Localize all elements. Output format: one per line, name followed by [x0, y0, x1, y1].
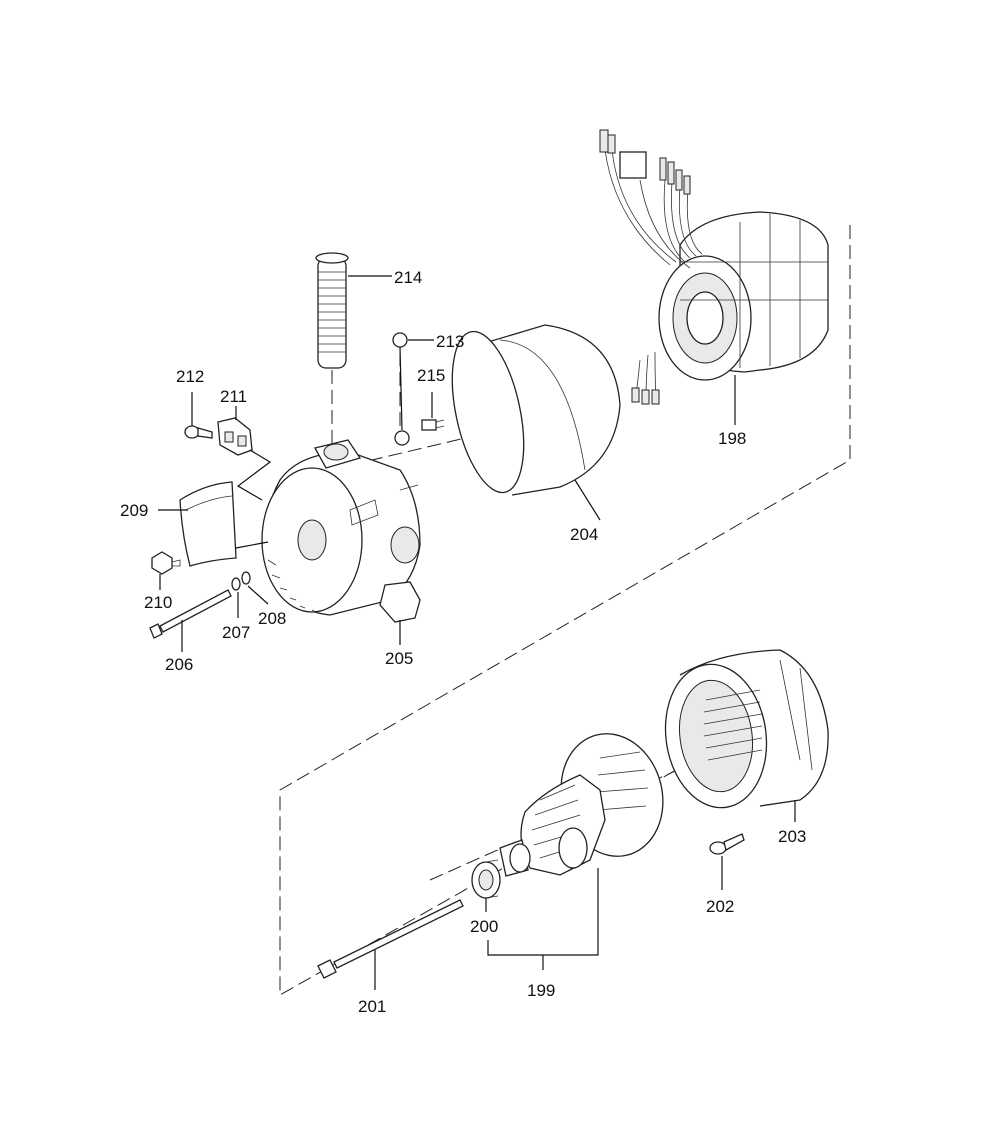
rotor-bolt-part-201: [317, 899, 464, 979]
label-209: 209: [120, 501, 148, 520]
label-205: 205: [385, 649, 413, 668]
screw-part-212: [184, 425, 213, 439]
rear-housing-part-202: [664, 649, 829, 809]
bolt-part-203: [709, 833, 745, 855]
label-211: 210: [144, 593, 172, 612]
stator-part-198: [599, 129, 829, 405]
label-213: 213: [436, 332, 464, 351]
housing-part-205: [261, 439, 421, 623]
label-204: 204: [570, 525, 598, 544]
spring-washer-part-208: [241, 571, 251, 585]
nut-part-211: [151, 551, 181, 575]
earth-lead-part-213: [392, 332, 410, 446]
label-198: 198: [718, 429, 746, 448]
label-212: 212: [176, 367, 204, 386]
washer-part-207: [231, 577, 241, 591]
assembly-line-210: [236, 449, 272, 501]
label-203: 202: [706, 897, 734, 916]
bearing-part-200: [471, 859, 501, 899]
filter-tube-part-214: [315, 252, 349, 369]
cylinder-sleeve-part-204: [451, 324, 621, 496]
label-210: 211: [220, 387, 247, 406]
label-214: 214: [394, 268, 422, 287]
label-201: 201: [358, 997, 386, 1016]
leader-199: [487, 868, 599, 956]
label-200: 200: [470, 917, 498, 936]
label-199: 199: [527, 981, 555, 1000]
label-215: 215: [417, 366, 445, 385]
leader-204: [574, 479, 601, 521]
screw-part-215: [421, 419, 445, 431]
through-bolt-part-206: [149, 589, 232, 639]
label-207: 207: [222, 623, 250, 642]
leader-208: [247, 585, 269, 605]
assembly-boundary-dashed: [279, 225, 851, 996]
assembly-line-209: [235, 541, 269, 549]
cover-part-209: [179, 481, 237, 567]
label-206: 206: [165, 655, 193, 674]
brush-holder-part-210: [217, 417, 253, 456]
label-208: 208: [258, 609, 286, 628]
label-202: 203: [778, 827, 806, 846]
rotor-part-199: [499, 733, 664, 877]
